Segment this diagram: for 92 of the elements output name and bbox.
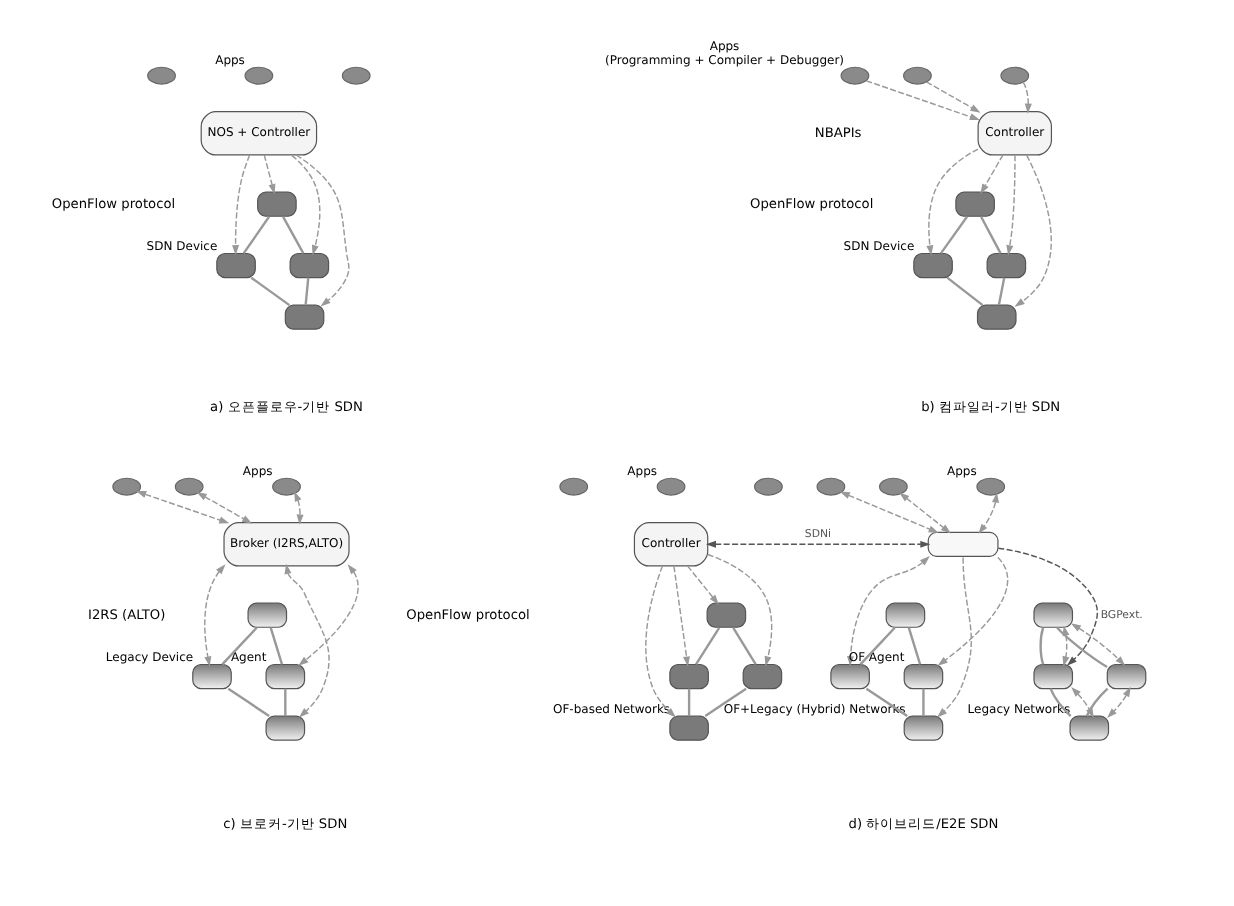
arrow xyxy=(263,154,276,195)
node-box xyxy=(742,663,783,690)
arrow xyxy=(1107,686,1131,718)
node-circle xyxy=(147,66,176,85)
connector xyxy=(227,687,270,718)
node-circle xyxy=(840,66,870,85)
arrow xyxy=(295,154,350,307)
connector xyxy=(242,216,270,255)
arrow xyxy=(978,492,1000,534)
connector xyxy=(704,687,747,718)
connector xyxy=(907,627,922,665)
arrow xyxy=(1014,154,1052,307)
arrow xyxy=(997,547,1099,666)
node-box xyxy=(192,663,232,690)
connector xyxy=(1039,627,1045,665)
node-box xyxy=(955,191,995,217)
arrow xyxy=(645,565,676,718)
connector xyxy=(946,276,984,307)
connector xyxy=(284,688,287,717)
node-box xyxy=(885,602,926,628)
arrow xyxy=(196,492,253,524)
connector xyxy=(732,627,757,666)
arrow xyxy=(291,154,321,256)
connector xyxy=(304,277,310,306)
node-circle xyxy=(559,477,589,496)
node-circle xyxy=(1000,66,1030,85)
node-box xyxy=(284,304,325,330)
node-circle xyxy=(112,477,142,496)
arrow xyxy=(284,563,330,718)
arrow xyxy=(232,154,251,256)
arrow xyxy=(980,154,1004,194)
arrow xyxy=(839,491,939,533)
arrow xyxy=(707,553,773,667)
node-circle xyxy=(816,477,846,496)
connector xyxy=(922,688,925,717)
arrow xyxy=(1022,81,1032,114)
arrow xyxy=(298,564,359,666)
arrow xyxy=(1006,154,1016,256)
node-box xyxy=(1106,663,1147,690)
connector xyxy=(939,216,968,255)
node-box xyxy=(1069,715,1110,741)
node-box xyxy=(669,715,709,741)
node-box xyxy=(903,663,944,690)
arrow xyxy=(686,565,719,605)
node-circle xyxy=(656,477,686,496)
connector xyxy=(282,216,305,254)
node-box xyxy=(913,252,953,279)
node-circle xyxy=(272,477,301,496)
arrow xyxy=(705,540,931,548)
connector xyxy=(980,216,1002,254)
node-box xyxy=(289,252,330,279)
node-circle xyxy=(244,66,274,85)
arrow xyxy=(926,81,981,113)
connector xyxy=(865,687,908,718)
arrow xyxy=(865,80,980,121)
arrow xyxy=(673,565,690,667)
arrow xyxy=(1070,623,1126,666)
node-box xyxy=(927,531,999,557)
connector xyxy=(859,626,896,666)
node-box xyxy=(1033,602,1074,628)
arrow xyxy=(899,492,951,534)
arrow xyxy=(937,556,1009,666)
arrow xyxy=(204,564,226,667)
node-box xyxy=(830,663,870,690)
arrow xyxy=(937,556,972,718)
node-box xyxy=(1033,663,1074,690)
node-box xyxy=(706,602,747,628)
node-box xyxy=(247,602,288,628)
node-circle xyxy=(903,66,932,85)
node-box xyxy=(976,304,1017,330)
connector xyxy=(997,277,1006,306)
node-circle xyxy=(341,66,371,85)
connector xyxy=(687,688,691,717)
node-box xyxy=(257,191,297,217)
node-circle xyxy=(174,477,204,496)
node-circle xyxy=(879,477,908,496)
connector xyxy=(221,626,258,666)
node-box xyxy=(903,715,944,741)
arrow xyxy=(136,491,230,524)
node-circle xyxy=(976,477,1006,496)
node-circle xyxy=(754,477,783,496)
connector xyxy=(1049,688,1072,717)
node-box xyxy=(265,663,306,690)
arrow xyxy=(926,148,979,256)
node-box xyxy=(986,252,1027,279)
node-box xyxy=(265,715,306,741)
node-box xyxy=(669,663,709,690)
connector xyxy=(695,627,721,666)
node-box xyxy=(216,252,256,279)
connector xyxy=(250,276,291,307)
arrow xyxy=(294,491,304,525)
connector xyxy=(269,627,284,665)
